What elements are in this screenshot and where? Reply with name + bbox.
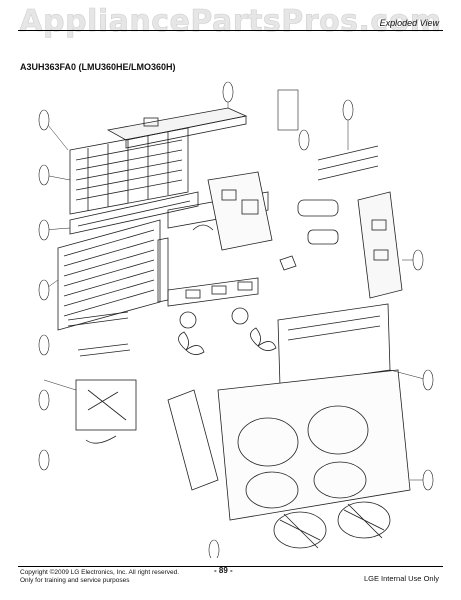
callout-ovals	[38, 81, 434, 558]
front-panel	[217, 369, 411, 521]
control-box	[192, 171, 273, 251]
footer-rule	[18, 566, 443, 567]
fan-blades	[178, 327, 277, 355]
page-number: - 89 -	[214, 566, 233, 575]
pipes	[67, 311, 131, 444]
fan-motors	[179, 307, 249, 329]
model-title: A3UH363FA0 (LMU360HE/LMO360H)	[20, 62, 176, 72]
watermark-text: AppliancePartsPros.com	[19, 4, 442, 40]
training-text: Only for training and service purposes	[20, 577, 130, 584]
footer-copyright-block: Copyright ©2009 LG Electronics, Inc. All…	[20, 569, 179, 585]
note-box	[277, 89, 299, 131]
header-rule	[18, 30, 443, 31]
service-panel	[357, 191, 403, 299]
top-cover-panel	[106, 107, 248, 149]
condenser-coil-lower	[57, 219, 161, 331]
section-title: Exploded View	[379, 18, 439, 28]
internal-use-notice: LGE Internal Use Only	[363, 574, 439, 583]
exploded-view-diagram	[38, 81, 434, 558]
condenser-coil-upper	[69, 191, 199, 235]
drain-pan	[167, 389, 219, 491]
compressor-assembly	[279, 145, 379, 271]
copyright-text: Copyright ©2009 LG Electronics, Inc. All…	[20, 569, 180, 576]
fan-guards	[245, 461, 391, 549]
rear-grille	[69, 127, 189, 215]
motor-bracket	[167, 277, 259, 307]
piping-inset	[75, 379, 137, 431]
